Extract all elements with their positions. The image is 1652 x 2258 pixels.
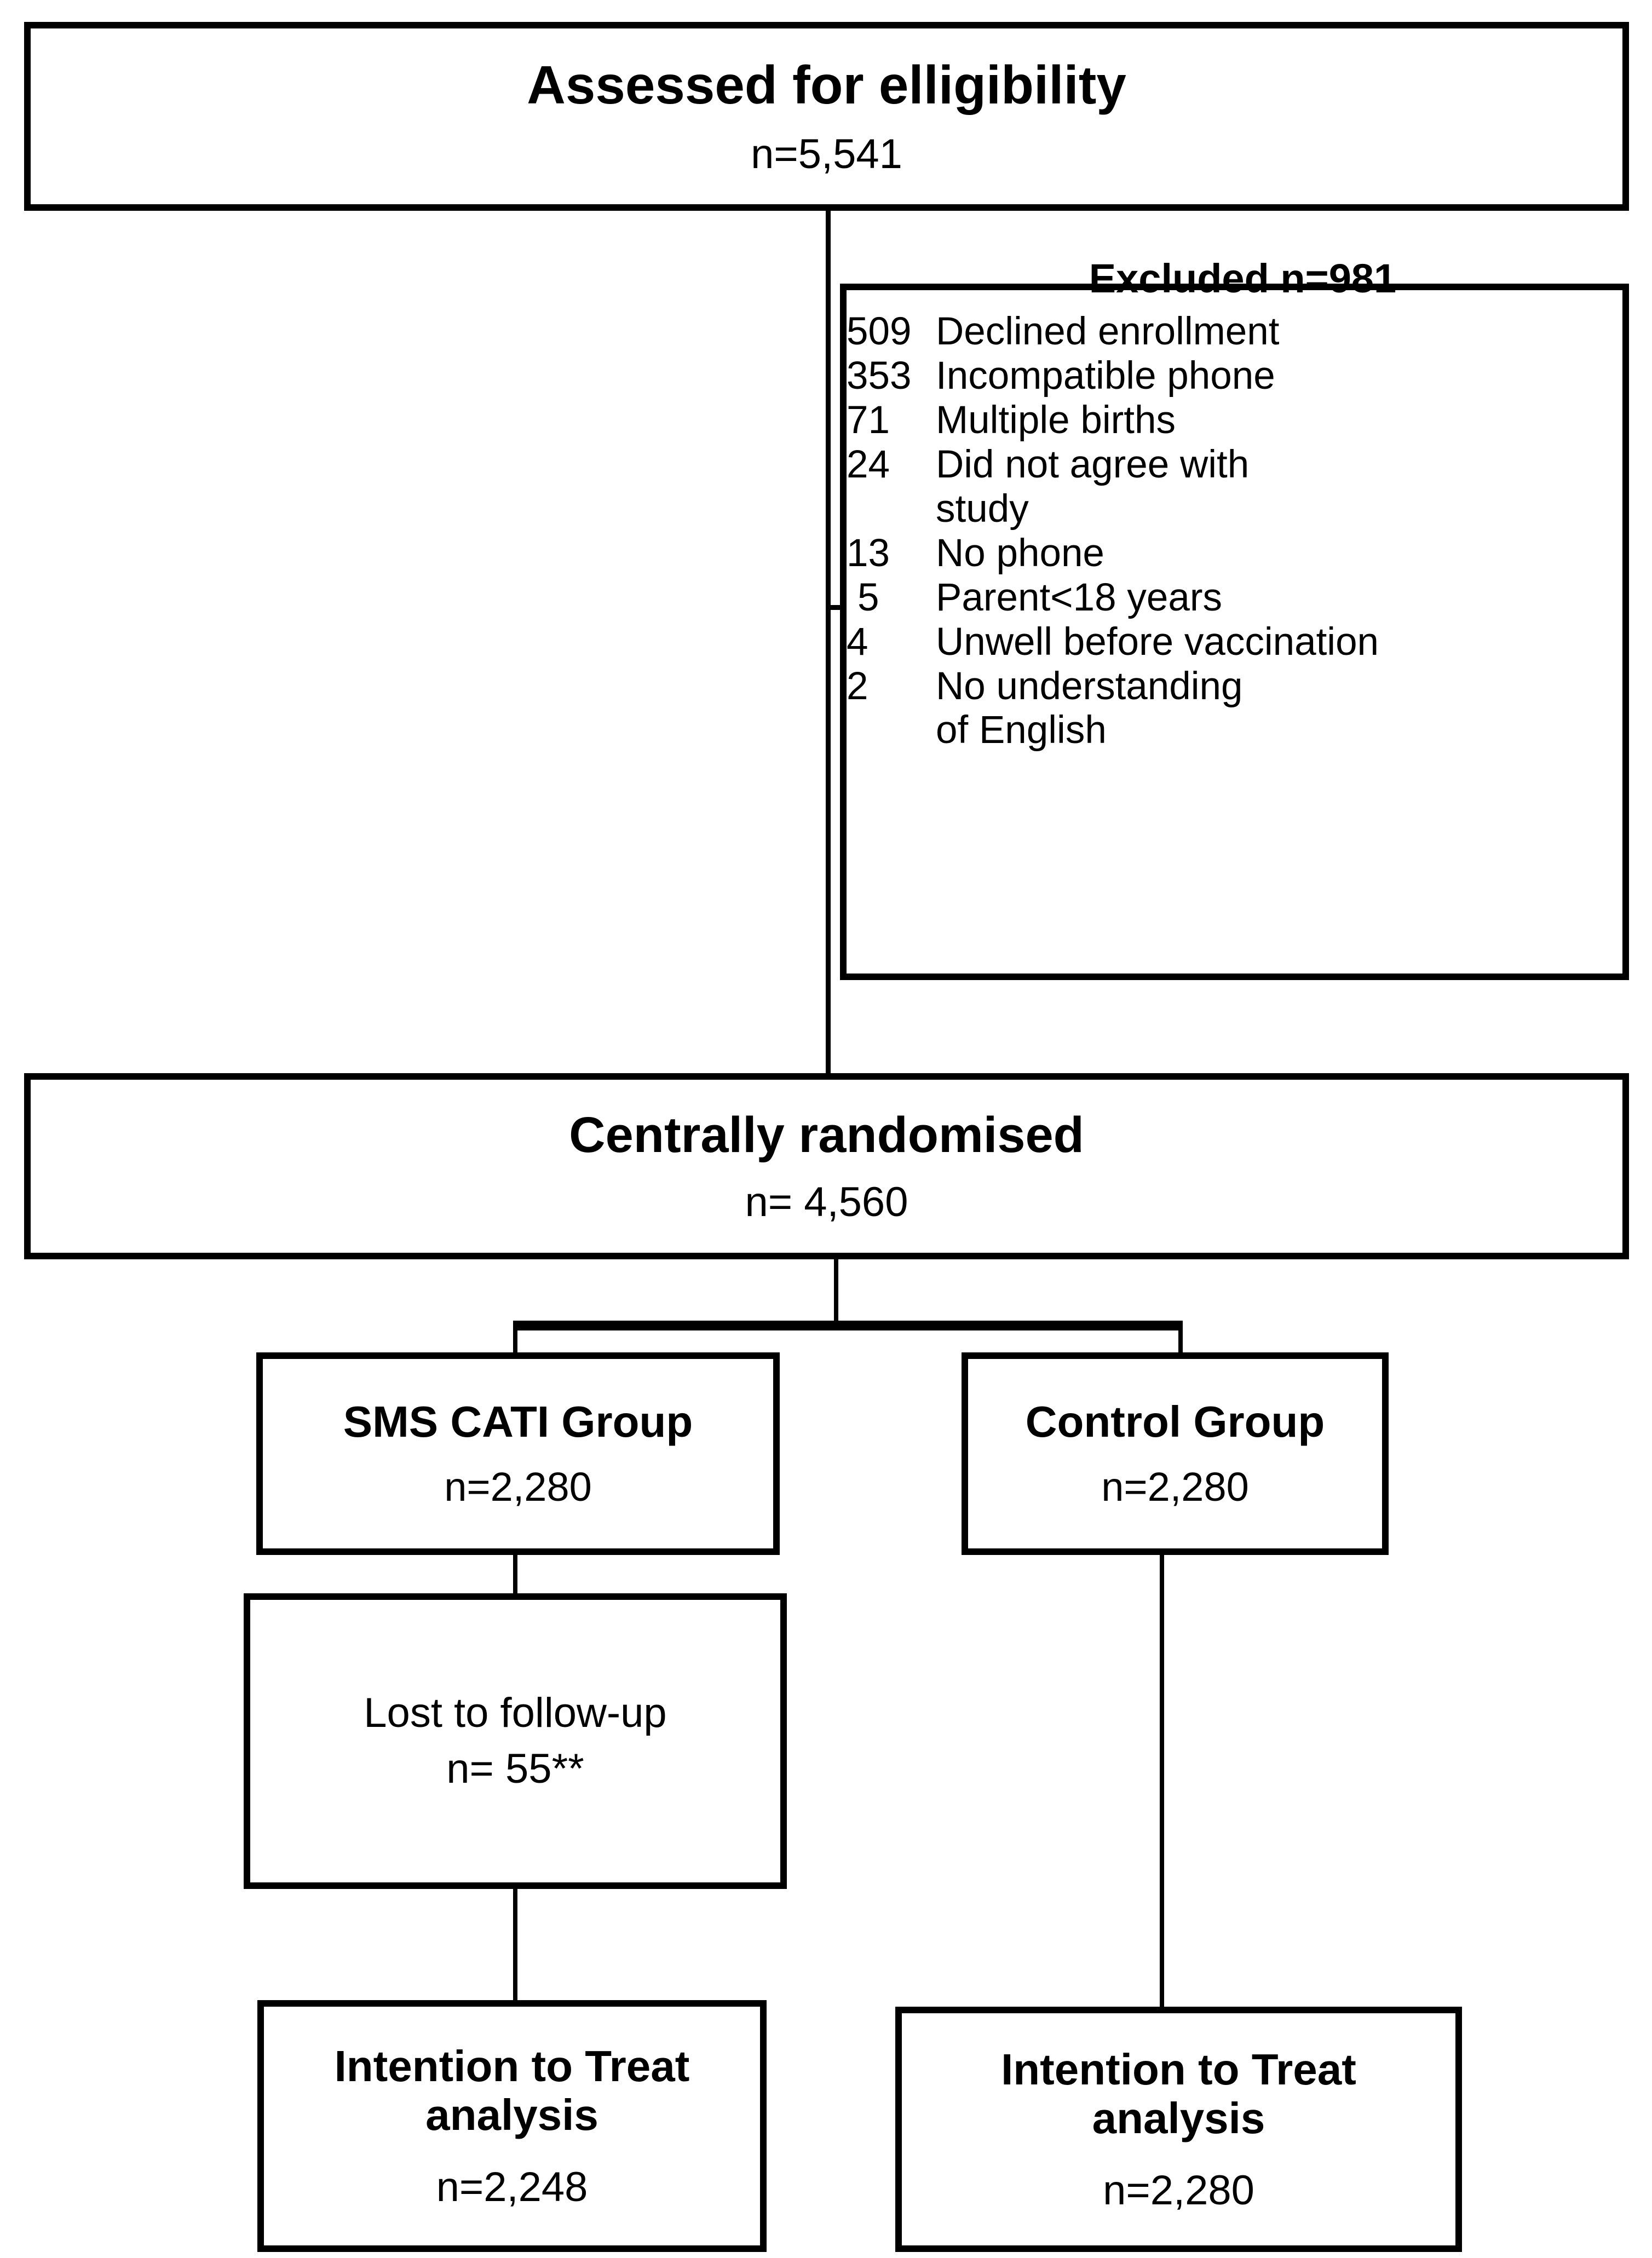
- excluded-row: 13 No phone: [840, 532, 1629, 576]
- randomised-title: Centrally randomised: [569, 1107, 1084, 1163]
- randomised-count: n= 4,560: [745, 1178, 908, 1225]
- control-group-count: n=2,280: [1101, 1464, 1249, 1510]
- excluded-row-count: 71: [847, 398, 890, 442]
- excluded-row: 509 Declined enrollment: [840, 310, 1629, 354]
- excluded-row: 353 Incompatible phone: [840, 354, 1629, 399]
- excluded-row-reason: Multiple births: [936, 398, 1176, 442]
- box-sms-cati-group: SMS CATI Group n=2,280: [256, 1352, 780, 1555]
- itt-control-count: n=2,280: [1103, 2167, 1254, 2214]
- excluded-row-count: 24: [847, 442, 890, 486]
- excluded-row-reason: Did not agree with study: [936, 442, 1250, 531]
- excluded-row: 2 No understanding of English: [840, 665, 1629, 753]
- excluded-row: 4 Unwell before vaccination: [840, 620, 1629, 665]
- box-assessed-for-eligibility: Assessed for elligibility n=5,541: [24, 22, 1629, 211]
- connector-split-to-sms: [513, 1321, 517, 1359]
- connector-split-to-control: [1178, 1321, 1183, 1359]
- itt-sms-title: Intention to Treat analysis: [334, 2041, 690, 2140]
- box-itt-analysis-control: Intention to Treat analysis n=2,280: [895, 2007, 1462, 2252]
- box-excluded: Excluded n=981 509 Declined enrollment 3…: [840, 258, 1629, 980]
- assessed-title: Assessed for elligibility: [527, 55, 1126, 116]
- excluded-row-count: 353: [847, 354, 912, 398]
- connector-assessed-to-randomised: [826, 211, 831, 1073]
- itt-sms-count: n=2,248: [436, 2164, 588, 2211]
- connector-control-to-itt: [1160, 1555, 1164, 2012]
- excluded-row: 24 Did not agree with study: [840, 443, 1629, 532]
- lost-to-followup-text: Lost to follow-up n= 55**: [364, 1690, 667, 1792]
- box-lost-to-followup: Lost to follow-up n= 55**: [244, 1593, 787, 1889]
- box-itt-analysis-sms: Intention to Treat analysis n=2,248: [257, 2000, 767, 2252]
- excluded-row-count: 4: [847, 620, 868, 664]
- control-group-title: Control Group: [1025, 1397, 1325, 1446]
- sms-group-count: n=2,280: [444, 1464, 592, 1510]
- excluded-row-reason: Parent<18 years: [936, 575, 1222, 619]
- sms-group-title: SMS CATI Group: [343, 1397, 693, 1446]
- excluded-row-count: 2: [847, 664, 868, 708]
- excluded-row-count: 13: [847, 531, 890, 575]
- connector-split-bar: [513, 1321, 1183, 1330]
- excluded-row-reason: No phone: [936, 531, 1104, 575]
- itt-control-title: Intention to Treat analysis: [1001, 2044, 1356, 2143]
- excluded-row-reason: Incompatible phone: [936, 354, 1275, 398]
- box-centrally-randomised: Centrally randomised n= 4,560: [24, 1073, 1629, 1259]
- assessed-count: n=5,541: [751, 130, 902, 177]
- connector-sms-to-lost: [513, 1555, 517, 1599]
- excluded-row-count: 509: [847, 310, 912, 353]
- connector-randomised-down: [834, 1259, 838, 1325]
- excluded-title: Excluded n=981: [1089, 256, 1397, 301]
- excluded-row: 71 Multiple births: [840, 399, 1629, 443]
- connector-lost-to-itt: [513, 1889, 517, 2007]
- connector-trunk-to-excluded: [826, 605, 842, 610]
- excluded-row-reason: Declined enrollment: [936, 310, 1280, 353]
- excluded-row-reason: No understanding of English: [936, 664, 1243, 752]
- box-control-group: Control Group n=2,280: [962, 1352, 1389, 1555]
- excluded-row-reason: Unwell before vaccination: [936, 620, 1379, 664]
- excluded-row-count: 5: [857, 575, 879, 619]
- excluded-row: 5 Parent<18 years: [840, 576, 1629, 620]
